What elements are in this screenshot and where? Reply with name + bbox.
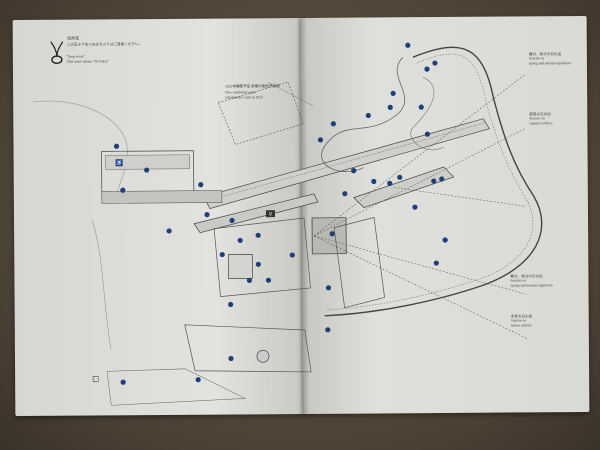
stop-stone-icon — [50, 41, 64, 65]
legend-title: 北向花 — [66, 35, 80, 41]
loop-path — [324, 46, 543, 317]
location-markers — [113, 42, 448, 385]
svg-text:⚲: ⚲ — [269, 212, 273, 218]
new-space-en-2: scheduled to open in 2025 — [225, 95, 263, 100]
sunrise-lines — [313, 74, 527, 339]
contour-line — [33, 100, 128, 200]
lower-terrace — [184, 324, 312, 373]
sunrise-label-winter: 冬至の日の出 Sunrise on winter solstice — [510, 314, 533, 328]
stage-area — [311, 217, 347, 255]
legend-note-jp: この区より先へは立ち入りはご遠慮ください。 — [66, 42, 143, 47]
new-space-en-1: New exhibition space — [225, 90, 257, 95]
legend-note-en-2: This stone means "No Entry" — [66, 59, 109, 64]
restroom-icon: ⚲ — [265, 210, 276, 218]
guide-booklet: ♿ ⚲ P — [12, 16, 590, 416]
central-plaza — [213, 217, 311, 297]
new-space-jp: 2025年開館予定 新展示施設予定地 — [225, 84, 280, 89]
restroom-icon: ♿ — [115, 159, 123, 167]
svg-text:P: P — [94, 376, 97, 381]
legend-note-en-1: "Stop stone" — [66, 54, 85, 59]
sunrise-label-equinox-2: 春分、秋分の日の出 Sunrise on spring and autumn e… — [510, 274, 553, 288]
entrance-flag-icon: P — [92, 376, 99, 382]
sunrise-label-equinox-1: 春分、秋分の日の出 Sunrise on spring and autumn e… — [528, 52, 572, 66]
garden-path — [321, 57, 406, 172]
svg-text:♿: ♿ — [116, 160, 122, 167]
site-map: ♿ ⚲ P — [33, 41, 543, 406]
lower-corridor — [193, 193, 319, 234]
upper-gallery — [203, 118, 490, 210]
new-space-boundary — [217, 81, 304, 145]
sunrise-label-summer: 夏至の日の出 Sunrise on summer solstice — [529, 112, 553, 126]
